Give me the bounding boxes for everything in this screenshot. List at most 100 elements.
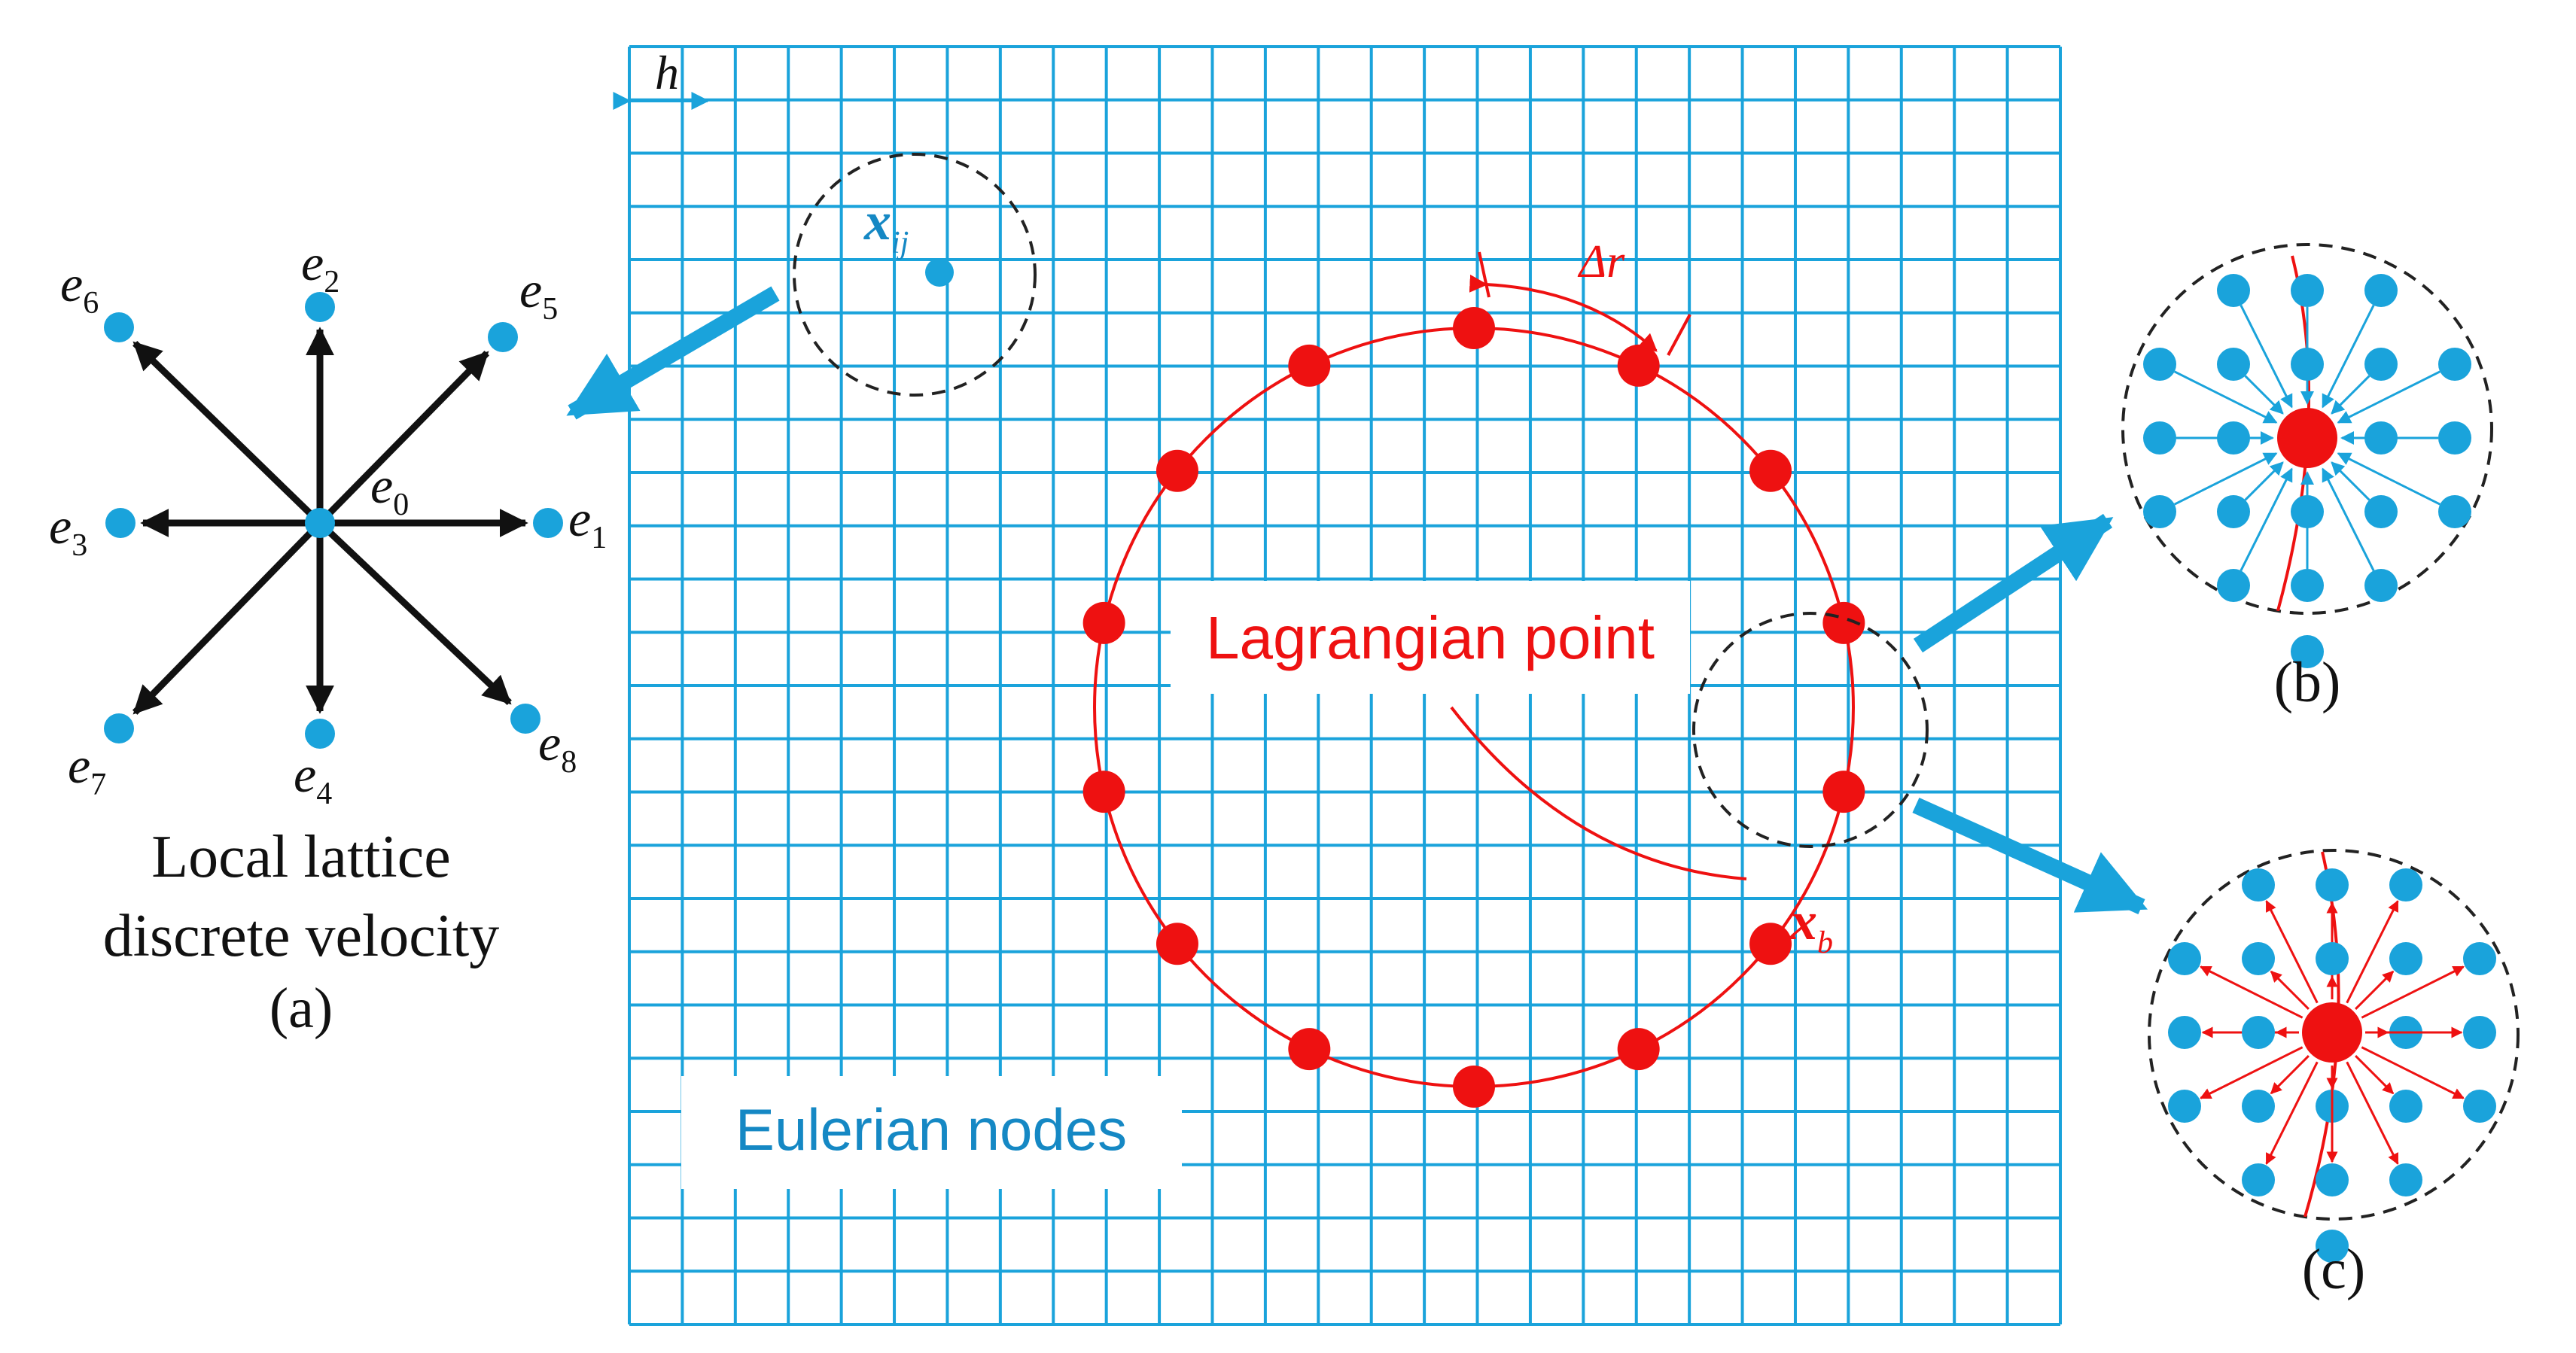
interpolation-arrow: [2322, 305, 2375, 409]
lattice-node: [488, 322, 518, 352]
lattice-direction-label: e6: [60, 255, 99, 321]
inset-eulerian-node: [2242, 1016, 2275, 1049]
inset-eulerian-node: [2389, 942, 2422, 975]
lagrangian-point: [1453, 307, 1495, 349]
node-label-base: x: [863, 191, 891, 251]
inset-eulerian-node: [2242, 1163, 2275, 1196]
lattice-arrow: [317, 520, 512, 706]
inset-eulerian-node: [2291, 635, 2324, 668]
spreading-arrow: [2361, 965, 2465, 1019]
eulerian-node-xij: [925, 258, 954, 287]
spreading-arrow: [2265, 900, 2319, 1004]
arrow-to-inset-b: [1913, 513, 2114, 653]
inset-eulerian-node: [2438, 495, 2471, 528]
spreading-arrow: [2200, 1046, 2303, 1099]
inset-c-lagrangian-point: [2302, 1002, 2362, 1063]
inset-eulerian-node: [2364, 348, 2398, 381]
inset-eulerian-node: [2143, 348, 2176, 381]
spreading-arrow: [2346, 900, 2399, 1004]
spreading-arrow: [2200, 965, 2303, 1019]
spreading-arrow: [2355, 970, 2395, 1010]
interpolation-arrow: [2240, 305, 2293, 409]
interpolation-arrow: [2174, 452, 2278, 506]
inset-b-boundary: [2121, 243, 2493, 615]
lattice-node: [305, 719, 335, 749]
lagrangian-point: [1453, 1066, 1495, 1108]
lattice-node: [104, 312, 134, 342]
lattice-origin-sub: 0: [393, 488, 409, 522]
lagrangian-point: [1617, 344, 1660, 387]
lagrangian-point: [1288, 344, 1331, 387]
lagrangian-point: [1156, 923, 1198, 965]
boundary-zoom-circle: [1692, 612, 1929, 848]
lagrangian-spacing-marker: Δr: [1469, 236, 1691, 356]
lattice-node: [104, 713, 134, 743]
inset-eulerian-node: [2217, 495, 2250, 528]
inset-eulerian-node: [2389, 1163, 2422, 1196]
inset-eulerian-node: [2291, 274, 2324, 307]
inset-eulerian-node: [2242, 868, 2275, 901]
inset-eulerian-node: [2364, 274, 2398, 307]
lagrangian-point: [1288, 1028, 1331, 1071]
inset-eulerian-node: [2168, 1016, 2201, 1049]
svg-text:e0: e0: [370, 457, 409, 522]
lagrangian-point: [1082, 771, 1125, 813]
grid-spacing-marker: h: [613, 46, 710, 110]
inset-eulerian-node: [2143, 421, 2176, 455]
lagrangian-point: [1822, 601, 1865, 644]
svg-text:xb: xb: [1789, 891, 1833, 960]
lattice-direction-label: e4: [294, 746, 332, 811]
inset-eulerian-node: [2143, 495, 2176, 528]
lagrangian-point: [1617, 1028, 1660, 1071]
inset-eulerian-node: [2217, 348, 2250, 381]
lagrangian-points: [1082, 307, 1865, 1108]
inset-eulerian-node: [2316, 1163, 2349, 1196]
inset-eulerian-node: [2242, 1090, 2275, 1123]
inset-eulerian-node: [2316, 868, 2349, 901]
lattice-caption-tag: (a): [269, 977, 333, 1040]
interpolation-arrow: [2337, 452, 2441, 506]
inset-eulerian-node: [2217, 274, 2250, 307]
inset-eulerian-node: [2291, 569, 2324, 602]
lattice-arrow: [132, 340, 323, 526]
lagrangian-boundary: [1082, 307, 1865, 1108]
inset-eulerian-node: [2438, 421, 2471, 455]
inset-eulerian-node: [2291, 348, 2324, 381]
interpolation-arrow: [2174, 370, 2278, 424]
eulerian-node-highlight: xij: [793, 153, 1037, 397]
inset-eulerian-node: [2463, 1090, 2496, 1123]
lagrangian-point: [1822, 771, 1865, 813]
arrow-to-lattice: [566, 286, 780, 420]
lattice-dots: [104, 292, 563, 749]
inset-eulerian-node: [2217, 569, 2250, 602]
lattice-origin-node: [305, 508, 335, 538]
lagrangian-point: [1082, 601, 1125, 644]
lattice-direction-label: e8: [538, 714, 577, 780]
lagrangian-spacing-label: Δr: [1577, 236, 1625, 287]
lagrangian-point: [1749, 449, 1792, 492]
inset-eulerian-node: [2364, 569, 2398, 602]
lattice-direction-label: e7: [68, 737, 106, 802]
inset-eulerian-node: [2316, 1230, 2349, 1263]
inset-c-boundary: [2148, 849, 2520, 1221]
inset-b-nodes: [2143, 274, 2471, 668]
interpolation-arrow: [2244, 461, 2284, 501]
inset-eulerian-node: [2463, 942, 2496, 975]
lattice-direction-label: e2: [301, 234, 340, 299]
lattice-arrow: [132, 520, 323, 715]
inset-eulerian-node: [2389, 868, 2422, 901]
interpolation-arrow: [2337, 370, 2441, 424]
inset-c-tag: (c): [2302, 1238, 2365, 1301]
inset-eulerian-node: [2168, 1090, 2201, 1123]
eulerian-nodes-label: Eulerian nodes: [735, 1096, 1127, 1163]
interpolation-arrow: [2244, 375, 2284, 415]
inset-eulerian-node: [2217, 421, 2250, 455]
lattice-node: [533, 508, 563, 538]
lattice-node: [105, 508, 135, 538]
inset-spreading: (c): [2148, 849, 2520, 1301]
inset-eulerian-node: [2168, 942, 2201, 975]
lattice-node: [510, 704, 540, 734]
arrow-to-inset-c: [1912, 797, 2148, 915]
